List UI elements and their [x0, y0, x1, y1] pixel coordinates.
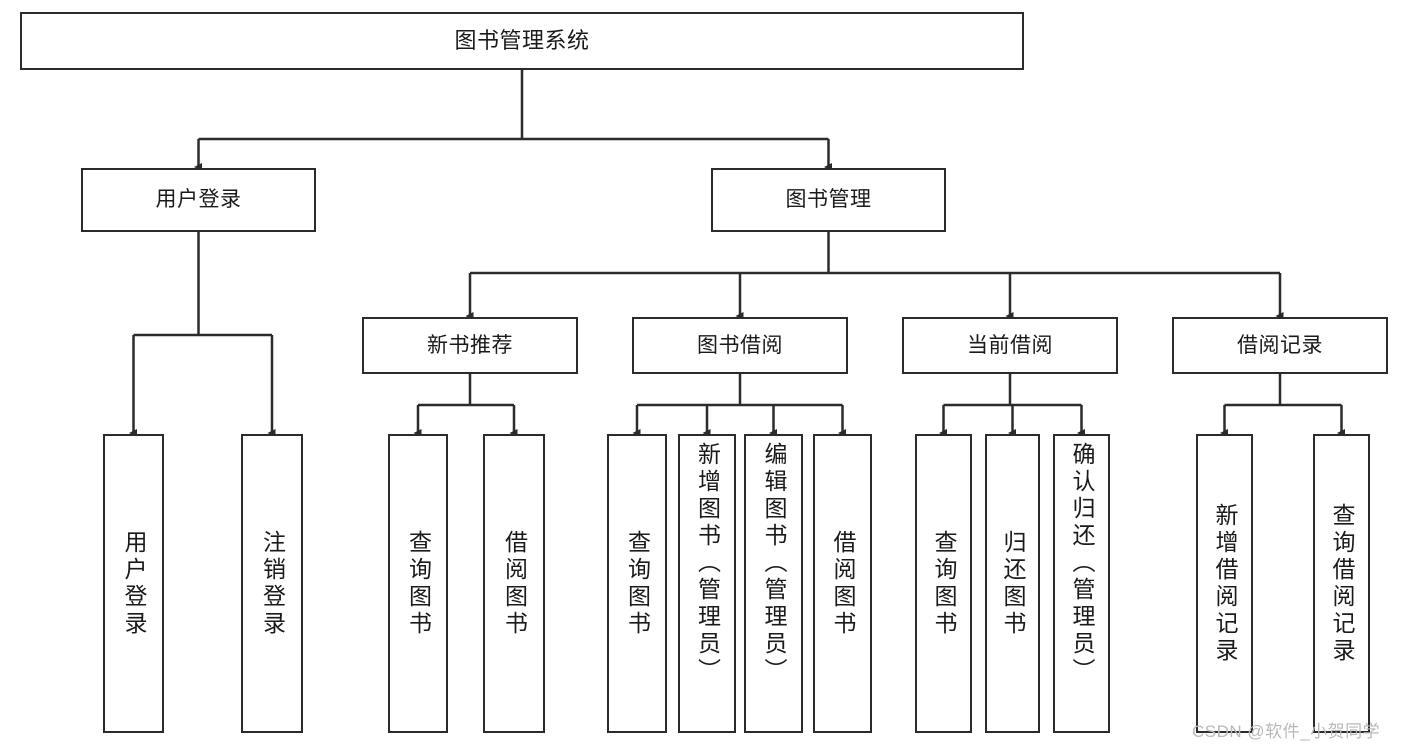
node-label: 归还图书: [1000, 529, 1026, 638]
node-label: 确认归还（管理员）: [1069, 442, 1095, 685]
node-label: 新书推荐: [427, 333, 513, 357]
node-label: 编辑图书（管理员）: [761, 442, 787, 685]
node-leaf-nb-query[interactable]: 查询图书: [388, 434, 448, 733]
node-leaf-cur-return[interactable]: 归还图书: [985, 434, 1040, 733]
node-label: 查询图书: [624, 529, 651, 638]
node-newbook[interactable]: 新书推荐: [362, 317, 578, 374]
node-leaf-bo-edit[interactable]: 编辑图书（管理员）: [744, 434, 803, 733]
node-root[interactable]: 图书管理系统: [20, 12, 1024, 70]
node-leaf-cur-confirm[interactable]: 确认归还（管理员）: [1053, 434, 1110, 733]
node-label: 新增图书（管理员）: [694, 442, 721, 685]
node-current[interactable]: 当前借阅: [902, 317, 1118, 374]
csdn-watermark: CSDN @软件_小贺同学: [1192, 722, 1381, 741]
node-leaf-bo-add[interactable]: 新增图书（管理员）: [678, 434, 736, 733]
node-leaf-cur-query[interactable]: 查询图书: [915, 434, 972, 733]
node-label: 借阅记录: [1237, 333, 1323, 357]
node-bookmgmt[interactable]: 图书管理: [711, 168, 946, 232]
node-borrow[interactable]: 图书借阅: [632, 317, 848, 374]
node-label: 借阅图书: [501, 529, 528, 638]
node-label: 查询图书: [931, 529, 957, 638]
node-login[interactable]: 用户登录: [81, 168, 316, 232]
node-label: 注销登录: [259, 529, 286, 638]
node-label: 图书管理系统: [454, 27, 590, 53]
node-leaf-user-logout[interactable]: 注销登录: [241, 434, 303, 733]
node-records[interactable]: 借阅记录: [1172, 317, 1388, 374]
node-label: 用户登录: [155, 188, 242, 212]
node-leaf-rec-add[interactable]: 新增借阅记录: [1196, 434, 1253, 733]
node-label: 当前借阅: [967, 333, 1053, 357]
node-leaf-rec-query[interactable]: 查询借阅记录: [1313, 434, 1370, 733]
node-label: 查询借阅记录: [1329, 502, 1355, 665]
node-label: 借阅图书: [830, 529, 856, 638]
node-leaf-user-login[interactable]: 用户登录: [103, 434, 164, 733]
edge-group: [129, 70, 1345, 437]
node-label: 新增借阅记录: [1212, 502, 1238, 665]
node-leaf-nb-borrow[interactable]: 借阅图书: [483, 434, 545, 733]
node-label: 用户登录: [121, 529, 147, 638]
node-label: 图书管理: [785, 188, 872, 212]
node-leaf-bo-borrow[interactable]: 借阅图书: [813, 434, 872, 733]
node-label: 图书借阅: [697, 333, 783, 357]
node-leaf-bo-query[interactable]: 查询图书: [607, 434, 667, 733]
node-label: 查询图书: [405, 529, 432, 638]
